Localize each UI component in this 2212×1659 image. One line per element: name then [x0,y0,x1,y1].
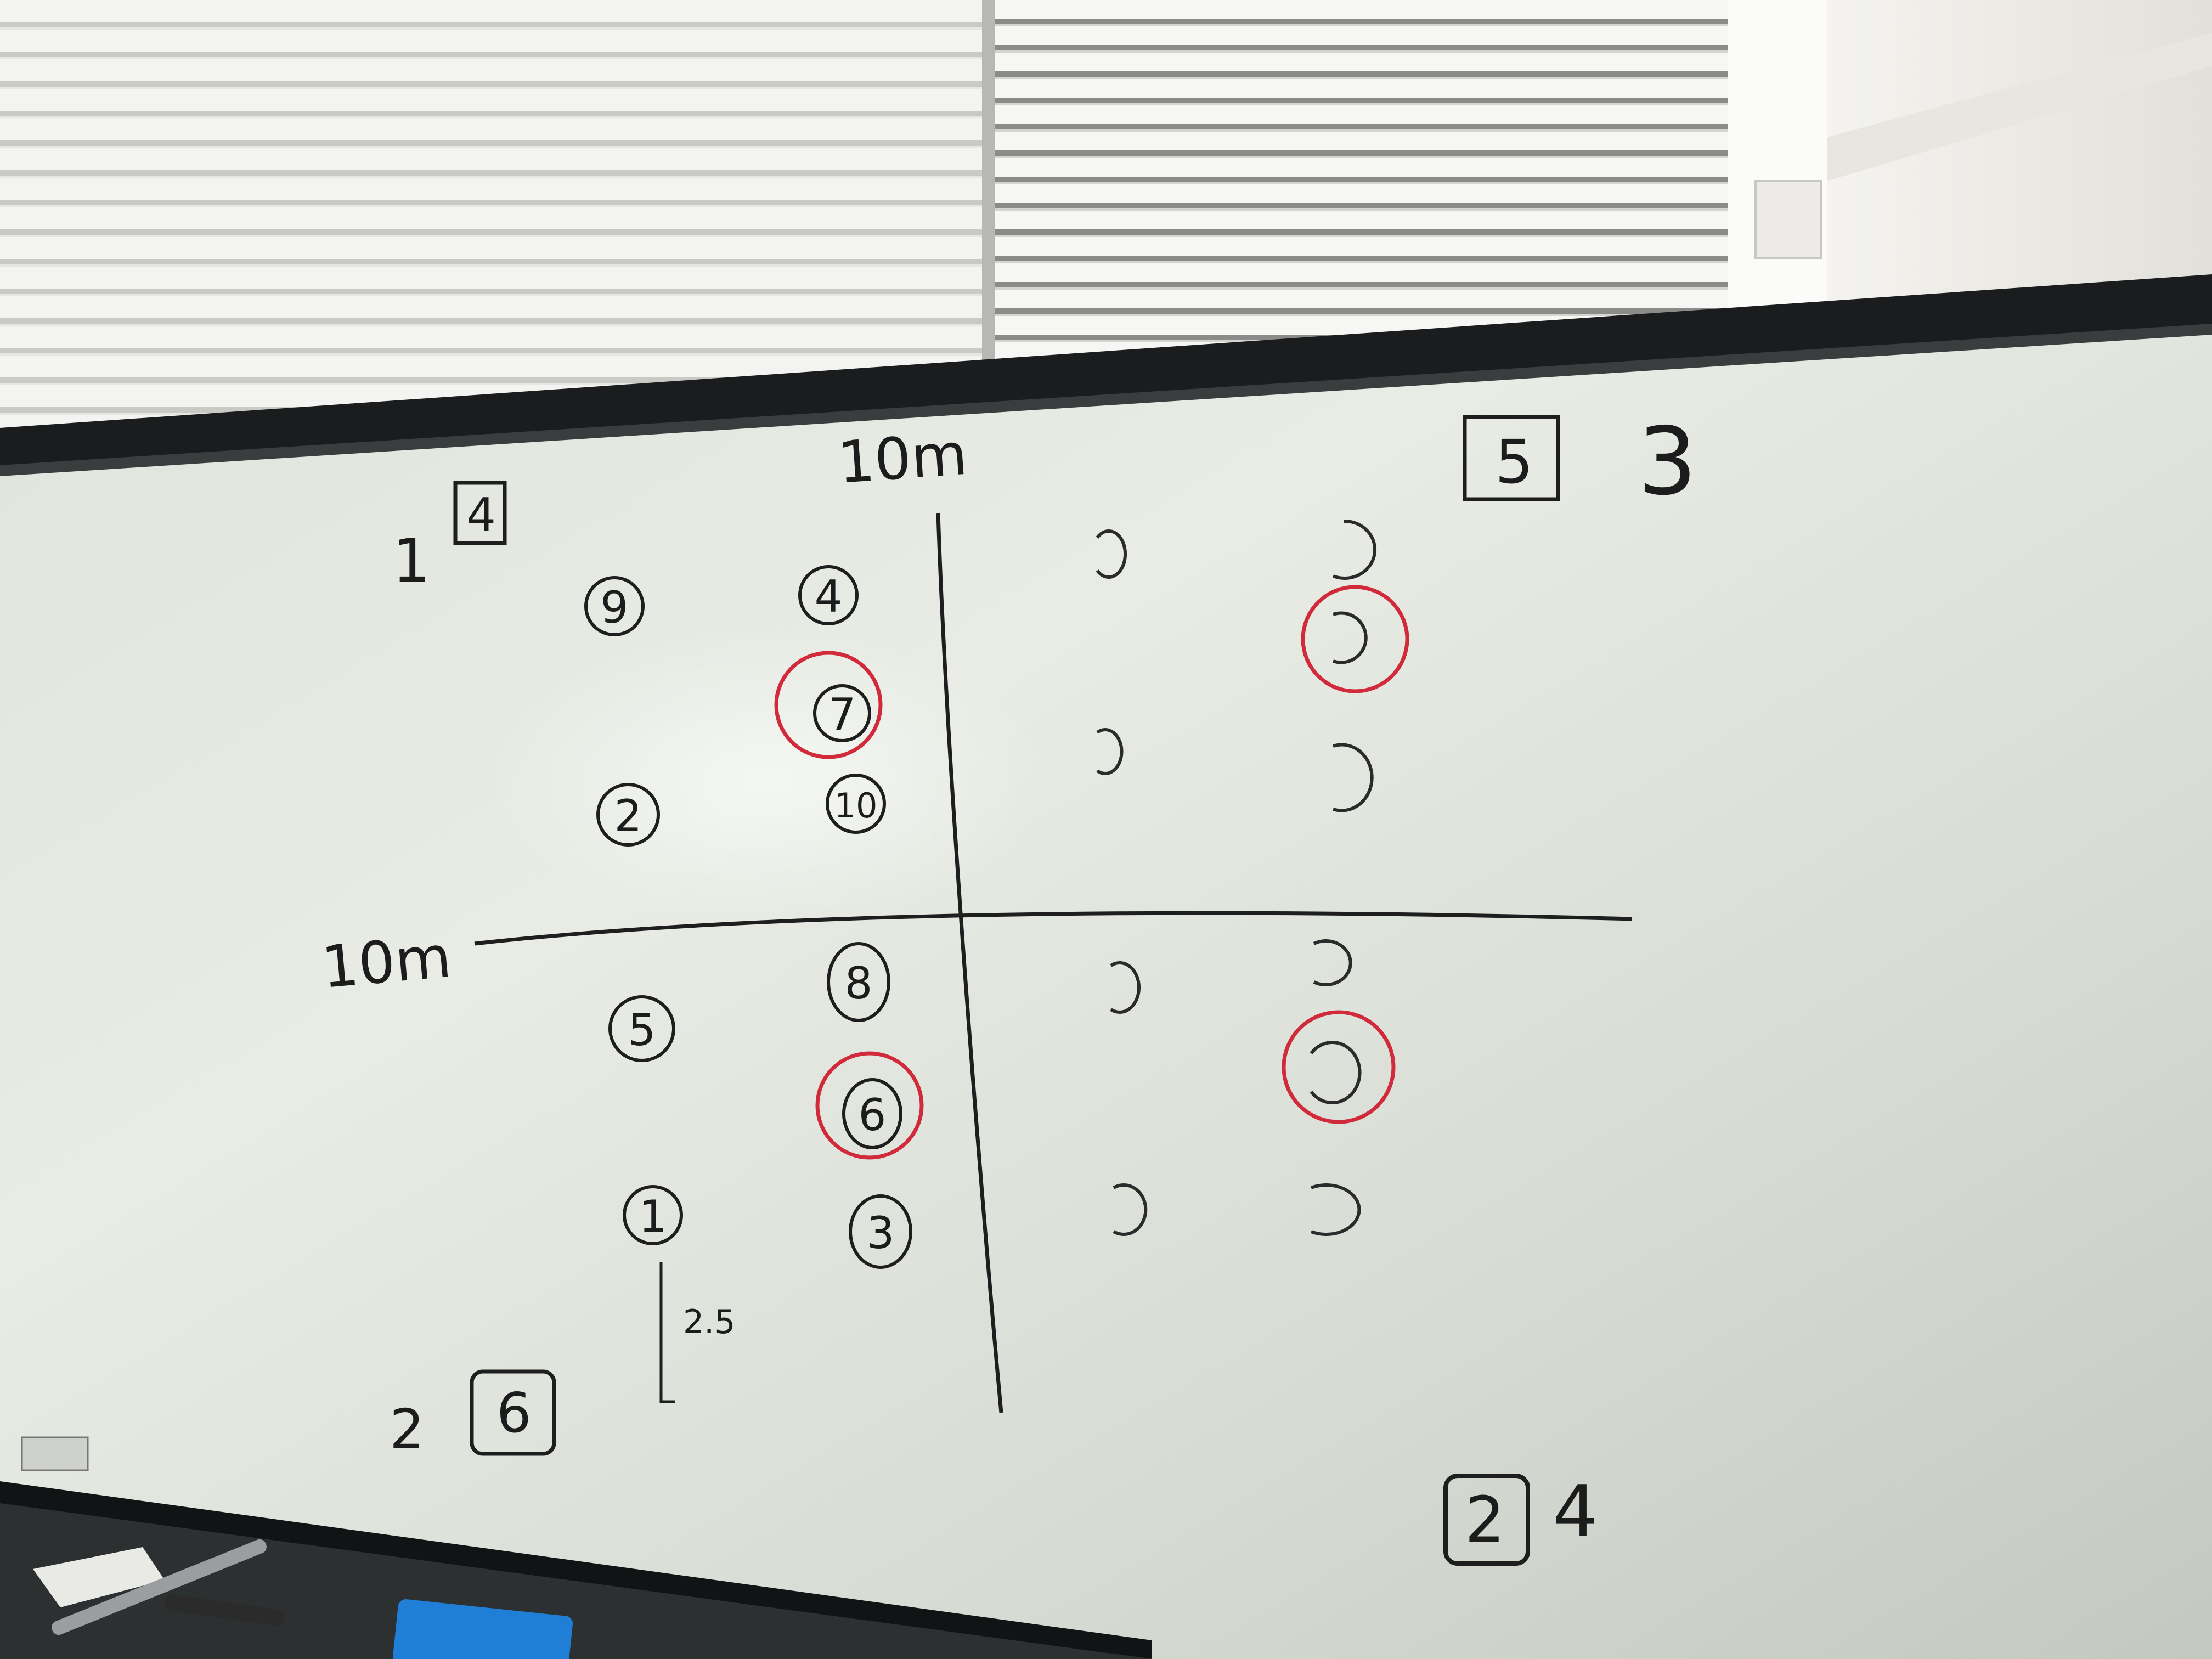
circled-number-7-red: 7 [774,651,883,759]
window-mullion [982,0,995,417]
unlabeled-mark [1110,961,1141,1014]
circled-number-label: 2 [614,791,642,842]
circled-number-label: 7 [828,689,856,740]
bottom-right-box: 2 4 [1443,1470,1598,1566]
unlabeled-mark [1310,1183,1361,1236]
circled-number-label: 8 [845,958,873,1009]
circled-number-5: 5 [608,995,675,1062]
top-right-box-number: 5 [1495,427,1533,497]
circled-number-label: 9 [601,582,629,633]
bottom-left-box-prefix: 2 [390,1397,425,1462]
whiteboard-surface [0,335,2212,1659]
red-circle-marks [1282,585,1409,1124]
unlabeled-mark-in-red [1333,611,1368,664]
bottom-left-box-frame [470,1369,556,1456]
unlabeled-mark [1113,1183,1148,1236]
circled-number-10: 10 [826,774,886,834]
circled-number-label: 6 [859,1090,887,1141]
bottom-left-box-number: 6 [496,1381,532,1445]
unlabeled-mark [1333,743,1374,812]
circled-number-8: 8 [827,942,890,1022]
tray-lip [0,1481,1152,1659]
unlabeled-mark [1313,939,1352,986]
whiteboard-top-frame [0,274,2212,477]
tissue-paper [33,1547,165,1607]
circled-number-label: 10 [834,786,878,826]
wall-bracket [1754,180,1822,259]
unlabeled-mark [1310,1041,1362,1104]
window-light [1728,0,1838,329]
circled-number-label: 1 [639,1191,667,1242]
circled-number-4: 4 [798,565,859,625]
bottom-left-box: 2 6 [390,1369,556,1462]
red-circle-mark [1301,585,1409,693]
unlabeled-mark [1096,728,1124,775]
unlabeled-mark [1332,519,1377,580]
unlabeled-marks [1096,519,1377,1236]
unlabeled-mark [1096,529,1127,579]
circled-number-label: 4 [815,571,843,622]
top-left-box-frame [453,481,507,545]
sticker-label [21,1436,89,1471]
bottom-right-box-suffix: 4 [1553,1470,1598,1553]
circled-number-3: 3 [849,1194,912,1269]
red-circle-mark [1282,1010,1396,1124]
top-right-box-suffix: 3 [1638,408,1697,516]
wall-trim [1827,33,2212,181]
spacing-note: 2.5 [683,1303,735,1341]
top-axis-label: 10m [836,421,969,496]
light-glare [483,625,1053,933]
horizontal-axis-line [474,911,1633,946]
top-right-box: 5 3 [1463,408,1697,516]
circled-number-label: 3 [867,1207,895,1259]
circled-number-9: 9 [584,576,645,636]
vertical-axis-line [936,512,1003,1413]
eraser [392,1599,573,1659]
frame-bevel [0,324,2212,477]
top-left-box: 1 4 [392,481,507,596]
spacing-bracket [659,1262,675,1403]
bottom-right-box-number: 2 [1465,1483,1505,1557]
marker [165,1594,285,1626]
circled-number-2: 2 [596,783,660,847]
circled-number-1: 1 [623,1185,683,1245]
circled-number-label: 5 [628,1005,656,1056]
top-right-box-frame [1463,415,1560,501]
left-axis-label: 10m [319,923,454,1001]
top-left-box-prefix: 1 [392,526,431,596]
circled-number-6-red: 6 [815,1051,924,1160]
bottom-right-box-frame [1443,1474,1530,1566]
top-left-box-number: 4 [466,488,496,543]
metal-handle [52,1539,267,1635]
